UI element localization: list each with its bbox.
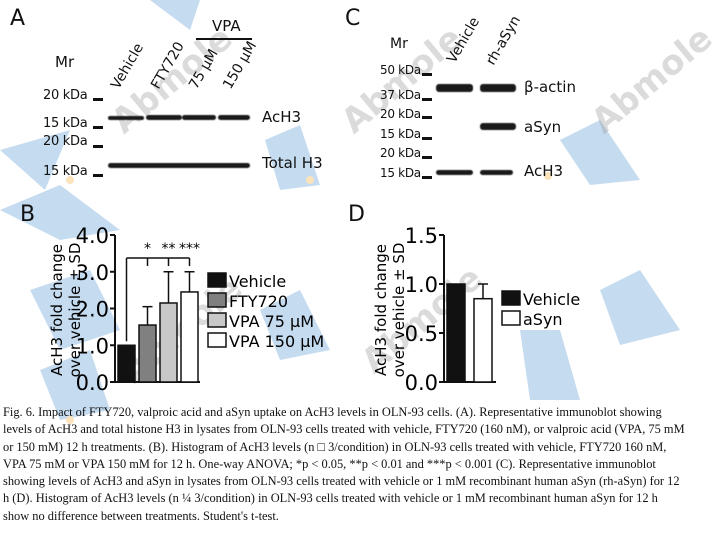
blot-band xyxy=(218,115,250,120)
marker-label: 15 kDa xyxy=(380,166,421,180)
caption-line: VPA 75 mM or VPA 150 mM for 12 h. One-wa… xyxy=(3,456,656,471)
legend-label: Vehicle xyxy=(229,272,286,291)
caption-line: show no difference between treatments. S… xyxy=(3,508,279,523)
y-tick-label: 0.5 xyxy=(405,322,438,346)
legend-swatch xyxy=(207,332,227,348)
y-axis-label-line: AcH3 fold change xyxy=(48,244,66,376)
bar-vpa-75-m xyxy=(159,302,178,383)
y-axis-label: AcH3 fold changeover vehicle ± SD xyxy=(48,243,84,378)
y-axis-label-line: AcH3 fold change xyxy=(372,244,390,376)
marker-label: 37 kDa xyxy=(380,88,421,102)
marker-label: 20 kDa xyxy=(380,146,421,160)
marker-label: 20 kDa xyxy=(380,107,421,121)
legend-swatch xyxy=(501,290,521,306)
y-axis-label: AcH3 fold changeover vehicle ± SD xyxy=(372,243,408,378)
y-tick-label: 1.5 xyxy=(405,224,438,248)
blot-band xyxy=(480,84,516,92)
legend-label: aSyn xyxy=(523,310,563,329)
y-axis-label-line: over vehicle ± SD xyxy=(66,243,84,378)
panel-label-d: D xyxy=(348,202,365,227)
blot-band xyxy=(108,163,250,168)
legend-label: Vehicle xyxy=(523,290,580,309)
marker-tick xyxy=(93,145,103,148)
blot-band xyxy=(436,170,473,175)
bar-fty720 xyxy=(138,324,157,383)
y-axis-label-line: over vehicle ± SD xyxy=(390,243,408,378)
caption-line: or 150 mM) 12 h treatments. (B). Histogr… xyxy=(3,439,667,454)
legend-label: VPA 75 μM xyxy=(229,312,314,331)
marker-label: 15 kDa xyxy=(380,127,421,141)
blot-band xyxy=(480,170,513,175)
band-label: AcH3 xyxy=(262,108,302,126)
panel-label: A xyxy=(10,6,26,31)
blot-band xyxy=(480,123,516,130)
caption-line: Fig. 6. Impact of FTY720, valproic acid … xyxy=(3,405,662,419)
significance-stars: * xyxy=(144,241,151,257)
bar-vpa-150-m xyxy=(180,291,199,383)
marker-tick xyxy=(93,98,103,101)
y-tick-label: 2.0 xyxy=(76,298,109,322)
bar-vehicle xyxy=(117,344,136,383)
band-label: AcH3 xyxy=(524,162,564,180)
legend-label: VPA 150 μM xyxy=(229,332,324,351)
marker-tick xyxy=(422,137,432,140)
panel-label: C xyxy=(345,6,361,31)
y-tick-label: 1.0 xyxy=(76,334,109,358)
legend-swatch xyxy=(207,292,227,308)
panel-label-b: B xyxy=(20,202,36,227)
marker-label: 20 kDa xyxy=(43,134,88,149)
y-tick-label: 4.0 xyxy=(76,224,109,248)
marker-tick xyxy=(93,126,103,129)
legend-swatch xyxy=(207,272,227,288)
blot-band xyxy=(146,115,182,120)
caption-line: showing levels of AcH3 and aSyn in lysat… xyxy=(3,474,680,489)
y-tick-label: 1.0 xyxy=(405,273,438,297)
band-label: β-actin xyxy=(524,78,576,96)
figure-caption: Fig. 6. Impact of FTY720, valproic acid … xyxy=(3,404,685,525)
marker-tick xyxy=(422,176,432,179)
legend-label: FTY720 xyxy=(229,292,288,311)
y-tick-label: 0.0 xyxy=(76,371,109,395)
bar-asyn xyxy=(473,297,493,383)
significance-stars: *** xyxy=(179,241,200,257)
marker-tick xyxy=(422,156,432,159)
y-tick-label: 0.0 xyxy=(405,371,438,395)
caption-line: h (D). Histogram of AcH3 levels (n ¼ 3/c… xyxy=(3,491,658,506)
marker-tick xyxy=(422,98,432,101)
y-tick-label: 3.0 xyxy=(76,261,109,285)
marker-label: 15 kDa xyxy=(43,164,88,179)
bar-vehicle xyxy=(446,283,466,383)
significance-stars: ** xyxy=(162,241,176,257)
marker-label: 50 kDa xyxy=(380,63,421,77)
marker-label: 20 kDa xyxy=(43,88,88,103)
mr-label: Mr xyxy=(55,53,75,71)
blot-band xyxy=(182,115,216,120)
blot-band xyxy=(108,116,144,120)
legend-swatch xyxy=(207,312,227,328)
marker-tick xyxy=(422,73,432,76)
marker-label: 15 kDa xyxy=(43,116,88,131)
marker-tick xyxy=(93,174,103,177)
caption-line: levels of AcH3 and total histone H3 in l… xyxy=(3,422,685,437)
vpa-group-label: VPA xyxy=(212,17,241,35)
band-label: aSyn xyxy=(524,118,562,136)
mr-label: Mr xyxy=(390,36,408,52)
band-label: Total H3 xyxy=(262,154,323,172)
vpa-group-line xyxy=(196,38,252,40)
legend-swatch xyxy=(501,310,521,326)
marker-tick xyxy=(422,116,432,119)
blot-band xyxy=(436,84,473,92)
